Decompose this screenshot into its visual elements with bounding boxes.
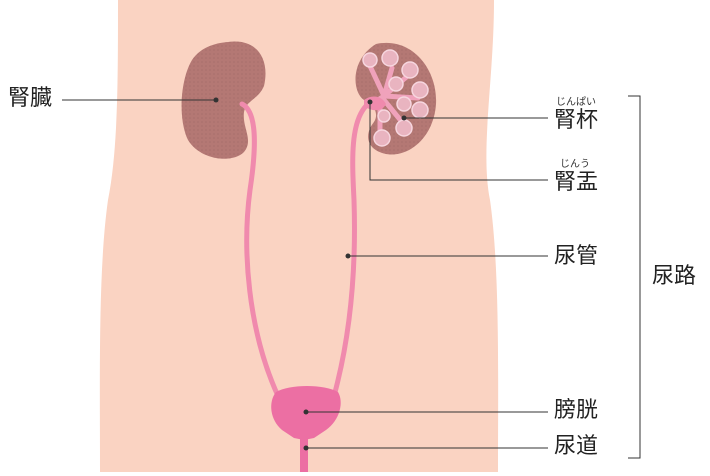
label-kidney: 腎臓: [8, 86, 53, 111]
urethra-tube: [300, 436, 308, 472]
label-bladder: 膀胱: [554, 398, 599, 423]
right-ureter: [331, 101, 371, 399]
label-pelvis: 腎盂: [554, 170, 599, 195]
reading-pelvis: じんう: [560, 159, 590, 170]
label-ureter: 尿管: [554, 244, 599, 269]
left-kidney: [181, 41, 266, 159]
label-urinary-tract: 尿路: [652, 264, 697, 289]
left-ureter: [239, 101, 281, 399]
label-urethra: 尿道: [554, 434, 599, 459]
right-kidney: [355, 42, 437, 155]
label-calyx: 腎杯: [554, 108, 599, 133]
reading-calyx: じんぱい: [556, 97, 596, 108]
